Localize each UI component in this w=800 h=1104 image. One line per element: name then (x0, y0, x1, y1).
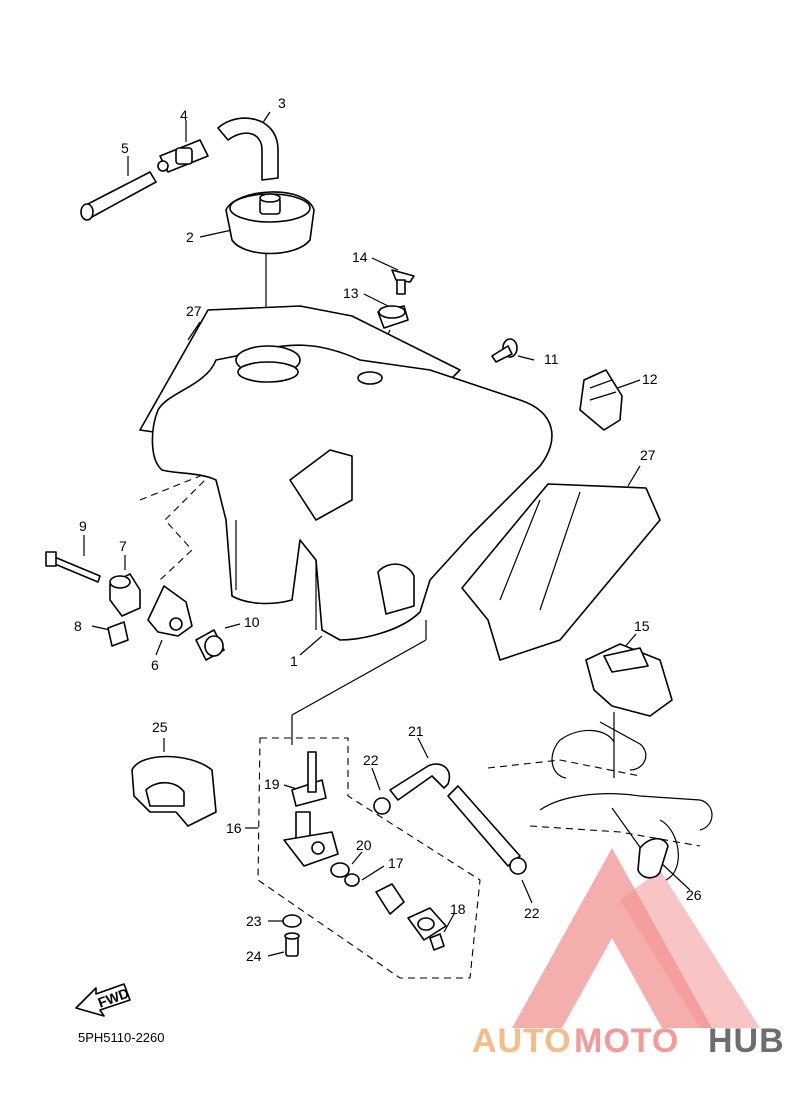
callout-23: 23 (246, 913, 262, 929)
callout-5: 5 (121, 140, 129, 156)
callout-24: 24 (246, 948, 262, 964)
callout-12: 12 (642, 371, 658, 387)
part-13-grommet (377, 305, 409, 329)
callout-27-right: 27 (640, 447, 656, 463)
callout-17: 17 (388, 855, 404, 871)
callout-7: 7 (119, 538, 127, 554)
callout-20: 20 (356, 837, 372, 853)
callout-3: 3 (278, 95, 286, 111)
watermark-auto: AUTO (472, 1022, 572, 1060)
part-10-collar (195, 629, 225, 661)
watermark-logo (512, 848, 760, 1028)
part-23-washer (282, 914, 302, 928)
part-19-lever (291, 751, 327, 807)
forward-direction-arrow: FWD (75, 983, 131, 1017)
part-24-bolt (284, 932, 300, 957)
part-14-screw (391, 269, 415, 295)
callout-27-left: 27 (186, 303, 202, 319)
part-6-bracket (147, 585, 193, 637)
part-5-hose (80, 171, 157, 221)
callout-26: 26 (686, 887, 702, 903)
part-9-bolt (45, 551, 101, 583)
part-25-protector (131, 755, 217, 827)
part-8-bolt (107, 621, 129, 647)
callout-2: 2 (186, 229, 194, 245)
callout-11: 11 (544, 351, 559, 367)
part-15-clamp (585, 643, 673, 717)
watermark-hub: HUB (708, 1022, 785, 1060)
part-7-damper (109, 573, 141, 617)
fuel-cock-cup (375, 883, 405, 915)
callout-13: 13 (343, 285, 359, 301)
frame-outline (539, 721, 713, 881)
part-16-fuel-cock (283, 811, 339, 867)
fwd-label: FWD (96, 985, 131, 1011)
callout-18: 18 (450, 901, 466, 917)
callout-25: 25 (152, 719, 168, 735)
part-21-fuel-hose (389, 763, 451, 801)
part-2-fuel-cap (225, 191, 315, 255)
callout-8: 8 (74, 618, 82, 634)
callout-numbers: 1 2 3 4 5 6 7 8 9 10 11 12 13 14 15 16 1… (74, 95, 702, 964)
callout-16: 16 (226, 820, 242, 836)
callout-15: 15 (634, 618, 650, 634)
part-3-breather-hose (217, 117, 279, 181)
part-17-washer (344, 873, 360, 887)
fuel-hose-lower (447, 785, 521, 867)
part-11-bolt (491, 338, 518, 363)
part-27-side-cover-right (461, 483, 661, 661)
diagram-code: 5PH5110-2260 (78, 1030, 165, 1045)
callout-10: 10 (244, 614, 260, 630)
watermark-text: AUTO MOTO HUB (472, 1022, 785, 1060)
part-12-damper (579, 369, 623, 431)
callout-9: 9 (79, 518, 87, 534)
assembly-dashed-outlines (139, 469, 701, 979)
part-22-clip-lower (509, 857, 527, 875)
callout-1: 1 (290, 653, 298, 669)
part-26-band (637, 837, 669, 879)
callout-14: 14 (352, 249, 368, 265)
part-1-fuel-tank (151, 344, 553, 641)
callout-22-upper: 22 (363, 752, 379, 768)
callout-19: 19 (264, 776, 280, 792)
part-4-breather-valve (157, 139, 209, 173)
part-22-clip-upper (373, 797, 391, 815)
callout-4: 4 (180, 107, 188, 123)
fuel-cock-gasket (407, 907, 447, 941)
callout-6: 6 (151, 657, 159, 673)
part-18-screw (429, 933, 445, 951)
callout-22-lower: 22 (524, 905, 540, 921)
part-20-o-ring (330, 862, 350, 878)
watermark-moto: MOTO (574, 1022, 679, 1060)
callout-21: 21 (408, 723, 424, 739)
